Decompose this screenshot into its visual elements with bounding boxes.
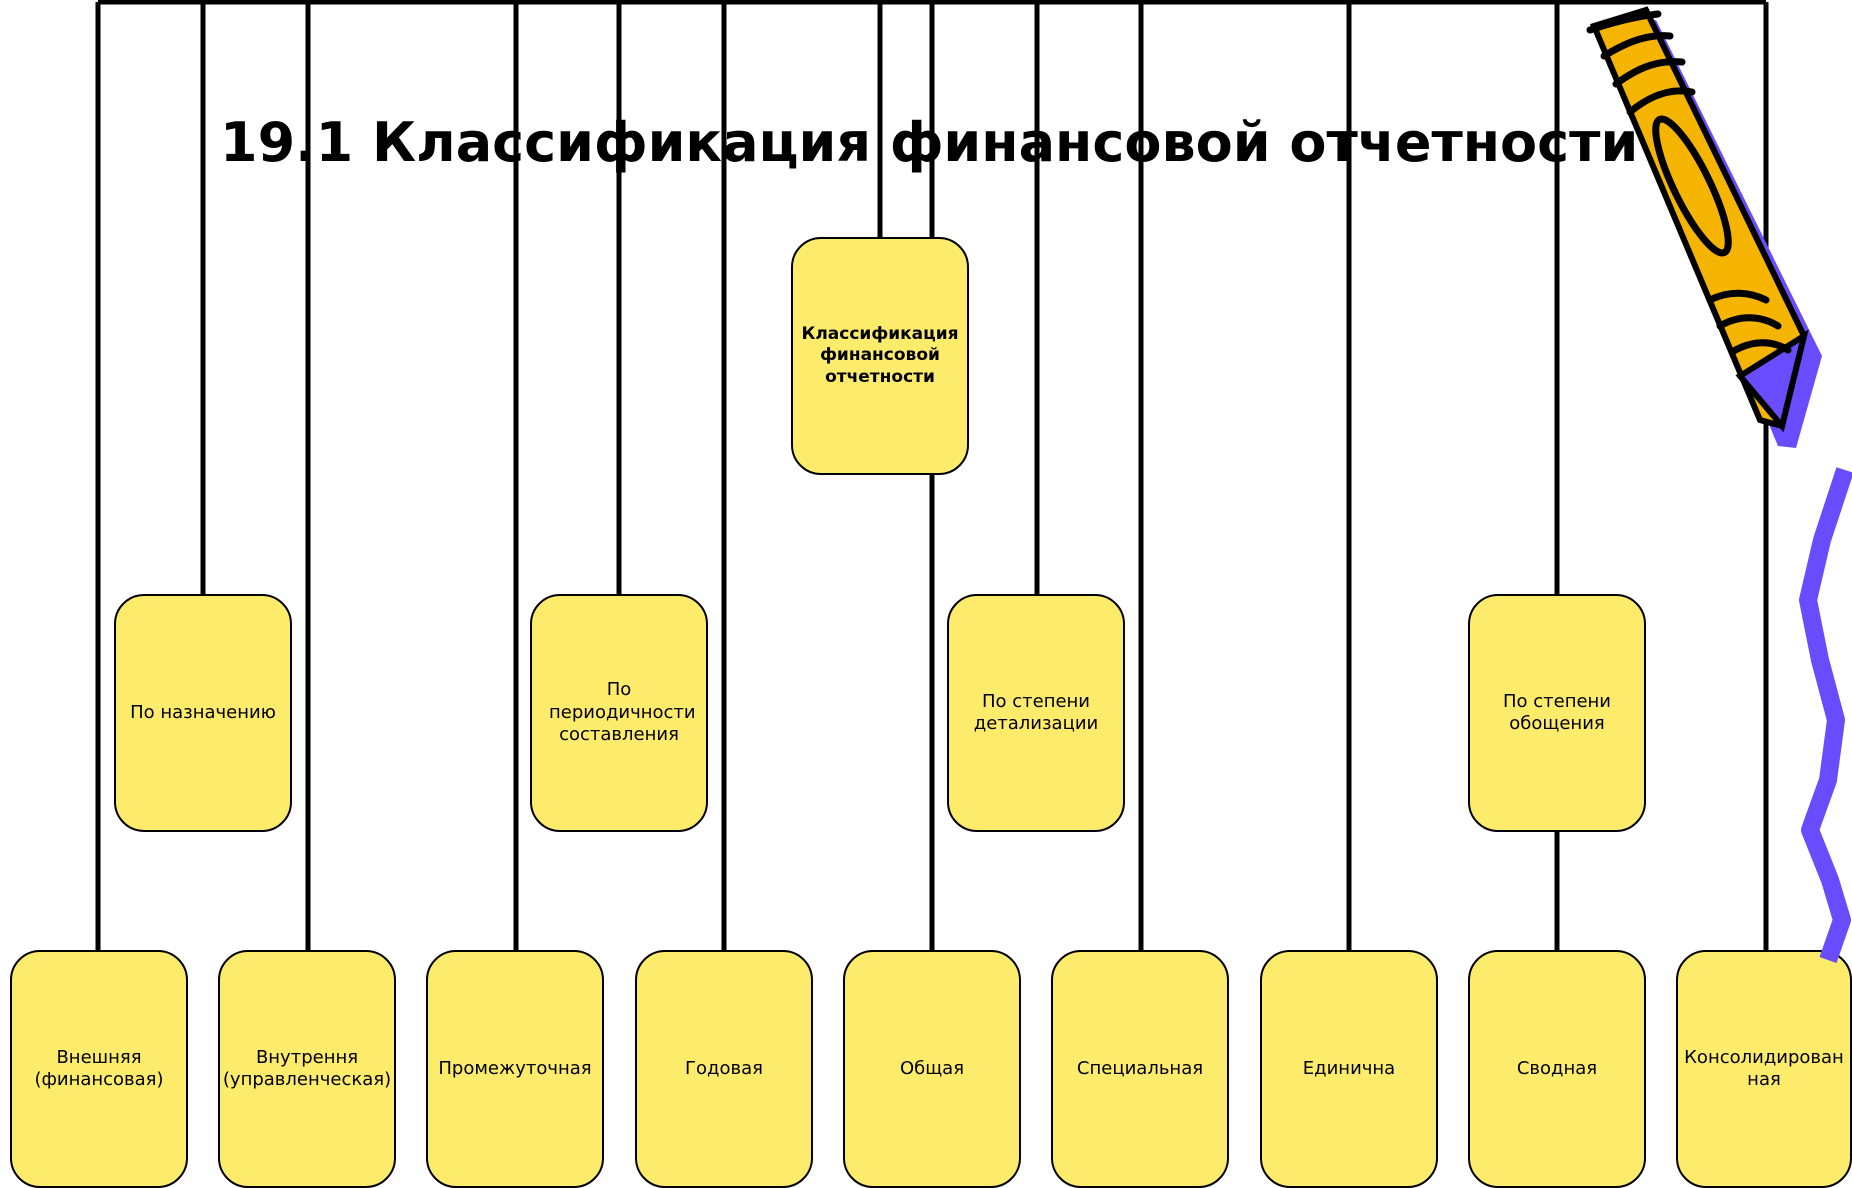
leaf-label: Внешняя (финансовая) <box>34 1046 164 1091</box>
leaf-label: Промежуточная <box>438 1057 592 1079</box>
leaf-label: Внутрення (управленческая) <box>222 1046 392 1091</box>
pencil-icon <box>1586 6 1852 963</box>
leaf-node: Сводная <box>1468 950 1646 1188</box>
leaf-node: Специальная <box>1051 950 1229 1188</box>
leaf-node: Внешняя (финансовая) <box>10 950 188 1188</box>
leaf-node: Общая <box>843 950 1021 1188</box>
category-node: По степени обощения <box>1468 594 1646 832</box>
leaf-node: Единична <box>1260 950 1438 1188</box>
leaf-node: Внутрення (управленческая) <box>218 950 396 1188</box>
category-node: По степени детализации <box>947 594 1125 832</box>
leaf-label: Единична <box>1302 1057 1396 1079</box>
leaf-node: Промежуточная <box>426 950 604 1188</box>
category-label: По степени детализации <box>973 690 1099 735</box>
leaf-label: Общая <box>899 1057 965 1079</box>
leaf-label: Сводная <box>1516 1057 1598 1079</box>
category-label: По назначению <box>130 701 276 723</box>
category-node: По периодичности составления <box>530 594 708 832</box>
page-title: 19.1 Классификация финансовой отчетности <box>220 111 1639 174</box>
leaf-node: Годовая <box>635 950 813 1188</box>
root-label: Классификация финансовой отчетности <box>801 324 959 387</box>
leaf-label: Специальная <box>1076 1057 1204 1079</box>
category-label: По степени обощения <box>1502 690 1612 735</box>
leaf-node: Консолидирован ная <box>1676 950 1852 1188</box>
leaf-label: Годовая <box>685 1057 763 1079</box>
leaf-label: Консолидирован ная <box>1684 1046 1844 1091</box>
category-node: По назначению <box>114 594 292 832</box>
category-label: По периодичности составления <box>549 679 696 746</box>
root-node: Классификация финансовой отчетности <box>791 237 969 475</box>
